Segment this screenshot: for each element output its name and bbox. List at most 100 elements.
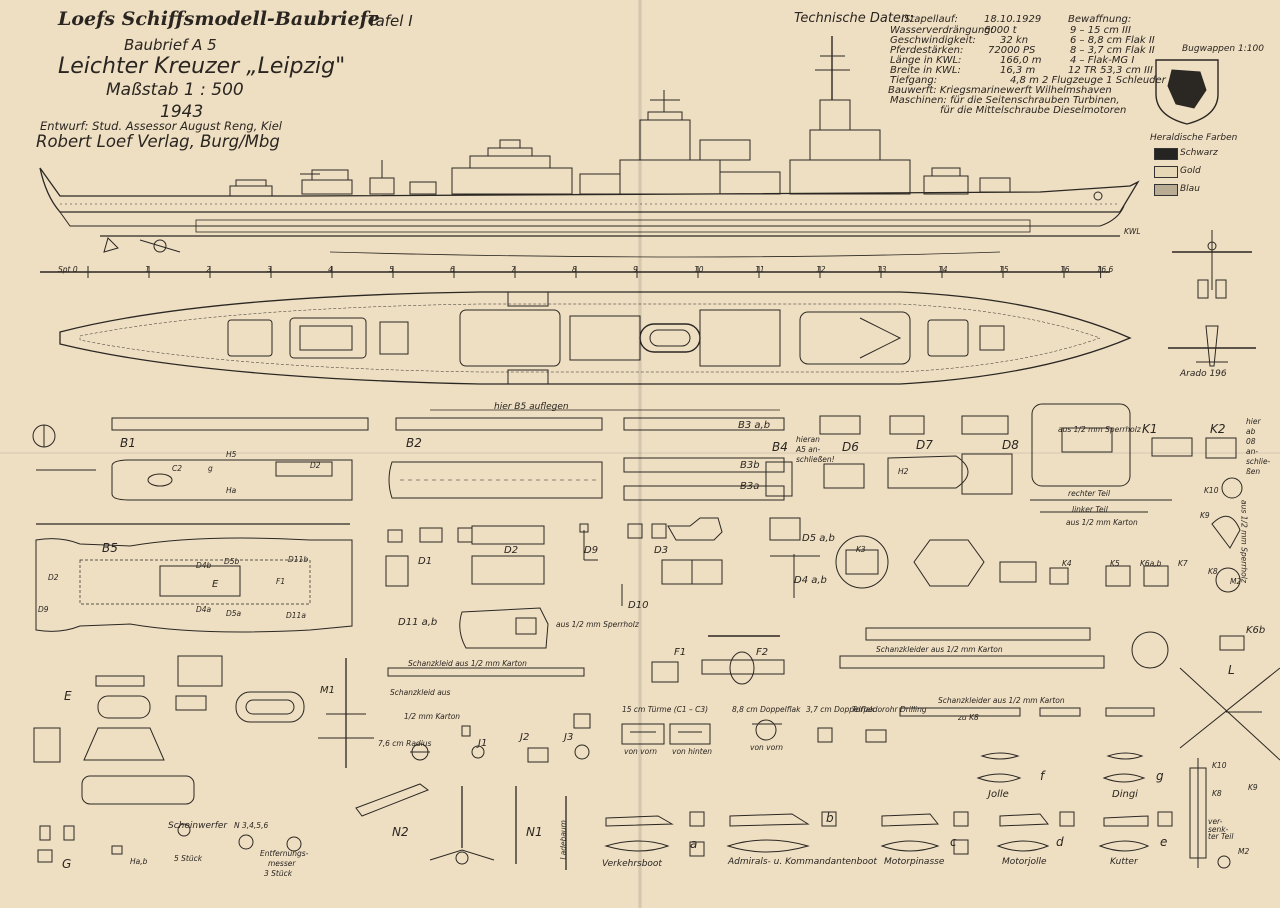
swatch-gold xyxy=(1154,166,1178,178)
label-k7: K7 xyxy=(1178,559,1188,568)
label-b3a: B3a xyxy=(740,481,760,492)
armament-2: 6 – 8,8 cm Flak II xyxy=(1070,35,1155,46)
crane-details xyxy=(37,783,567,870)
label-n2: N2 xyxy=(392,825,409,839)
frame-label: 6 xyxy=(450,265,455,274)
label-e-b5: E xyxy=(212,579,219,590)
label-sperrholz-v: aus 1/2 mm Sperrholz xyxy=(1239,500,1249,583)
frame-label: 4 xyxy=(328,265,333,274)
frame-label: 1 xyxy=(145,265,150,274)
label-radius: 7,6 cm Radius xyxy=(378,739,432,748)
parts-f-m-e xyxy=(33,635,785,805)
label-k2: K2 xyxy=(1210,422,1226,436)
tech-label-6: Breite in KWL: xyxy=(890,65,961,76)
label-d4ab: D4 a,b xyxy=(794,575,827,586)
label-scheinwerfer: Scheinwerfer xyxy=(168,821,228,831)
label-von-vorn-2: von vorn xyxy=(750,743,784,752)
label-g: g xyxy=(1156,769,1164,783)
frame-label: 11 xyxy=(755,265,765,274)
label-n3456: N 3,4,5,6 xyxy=(234,821,269,830)
label-l: L xyxy=(1228,663,1235,677)
label-d7: D7 xyxy=(916,438,933,452)
label-b4: B4 xyxy=(772,440,788,454)
color-blau: Blau xyxy=(1180,184,1200,194)
label-verkehrsboot: Verkehrsboot xyxy=(602,859,662,869)
label-k4: K4 xyxy=(1062,559,1072,568)
label-h5: H5 xyxy=(226,450,237,459)
label-d11a: D11a xyxy=(286,611,306,620)
label-linker: linker Teil xyxy=(1072,505,1108,514)
parts-d-series xyxy=(385,415,1013,649)
armament-3: 8 – 3,7 cm Flak II xyxy=(1070,45,1155,56)
frame-label: 14 xyxy=(938,265,948,274)
label-d11ab: D11 a,b xyxy=(398,617,438,628)
frame-label: 10 xyxy=(694,265,704,274)
label-k6b: K6b xyxy=(1246,625,1266,636)
label-d5a: D5a xyxy=(226,609,242,618)
label-b3b: B3b xyxy=(740,460,760,471)
label-b3ab: B3 a,b xyxy=(738,420,771,431)
label-hier-b5: hier B5 auflegen xyxy=(494,402,569,412)
label-d9-b5: D9 xyxy=(38,605,49,614)
gun-details xyxy=(621,719,1231,869)
label-a: a xyxy=(690,837,698,851)
label-d11b: D11b xyxy=(288,555,309,564)
crest-shield xyxy=(1155,59,1219,125)
armament-6: 2 Flugzeuge 1 Schleuder xyxy=(1042,75,1166,86)
tech-yard: Bauwerft: Kriegsmarinewerft Wilhelmshave… xyxy=(888,85,1112,96)
frame-label: 8 xyxy=(572,265,577,274)
label-d9: D9 xyxy=(584,545,599,556)
label-hier-6: ßen xyxy=(1246,467,1261,476)
label-k8: K8 xyxy=(1208,567,1218,576)
label-ha: Ha xyxy=(226,486,237,495)
heraldic-colors-title: Heraldische Farben xyxy=(1150,133,1238,143)
label-f2: F2 xyxy=(756,647,769,658)
label-j3: J3 xyxy=(564,732,574,743)
label-f: f xyxy=(1040,769,1045,783)
label-hier-1: hier xyxy=(1246,417,1261,426)
label-sperrholz-k: aus 1/2 mm Sperrholz xyxy=(1058,425,1141,434)
frame-label: 2 xyxy=(206,265,211,274)
waterline-label: KWL xyxy=(1124,227,1141,236)
label-k5: K5 xyxy=(1110,559,1120,568)
label-d4b: D4b xyxy=(196,561,212,570)
label-k9: K9 xyxy=(1200,511,1210,520)
tech-value-7: 4,8 m xyxy=(1010,75,1039,86)
part-b5 xyxy=(35,523,353,633)
tech-value-4: 72000 PS xyxy=(988,45,1036,56)
label-d6: D6 xyxy=(842,440,859,454)
frame-label: 16 xyxy=(1060,265,1070,274)
tech-label-3: Geschwindigkeit: xyxy=(890,35,976,46)
ship-name: Leichter Kreuzer „Leipzig" xyxy=(58,54,346,79)
label-k9-b: K9 xyxy=(1248,783,1258,792)
label-h2: H2 xyxy=(898,467,909,476)
label-doppelflak: 8,8 cm Doppelflak xyxy=(732,705,801,714)
label-scheinwerfer-count: 5 Stück xyxy=(174,854,203,863)
tech-value-5: 166,0 m xyxy=(1000,55,1042,66)
tech-engines-1: Maschinen: für die Seitenschrauben Turbi… xyxy=(890,95,1120,106)
label-m2-b: M2 xyxy=(1238,847,1250,856)
label-flak37: 3,7 cm Doppelflak xyxy=(806,705,875,714)
crest-title: Bugwappen 1:100 xyxy=(1182,44,1264,54)
label-von-hinten: von hinten xyxy=(672,747,713,756)
frame-label: 5 xyxy=(389,265,394,274)
label-e-small: e xyxy=(1160,835,1168,849)
label-k10: K10 xyxy=(1204,486,1219,495)
label-tuerme: 15 cm Türme (C1 – C3) xyxy=(622,705,709,714)
label-ladebaum: Ladebaum xyxy=(559,820,568,860)
color-gold: Gold xyxy=(1180,166,1201,176)
tech-value-6: 16,3 m xyxy=(1000,65,1036,76)
label-hieran-3: schließen! xyxy=(796,455,835,464)
label-hieran-1: hieran xyxy=(796,435,820,444)
tech-label-1: Stapellauf: xyxy=(904,14,958,25)
color-schwarz: Schwarz xyxy=(1180,148,1218,158)
label-f1: F1 xyxy=(674,647,687,658)
frame-label: 12 xyxy=(816,265,826,274)
frame-label: Spt 0 xyxy=(58,265,78,274)
tech-header: Technische Daten: xyxy=(794,11,914,26)
label-e: E xyxy=(64,689,72,703)
label-d8: D8 xyxy=(1002,438,1019,452)
center-fold xyxy=(638,0,642,908)
label-c2: C2 xyxy=(172,464,183,473)
